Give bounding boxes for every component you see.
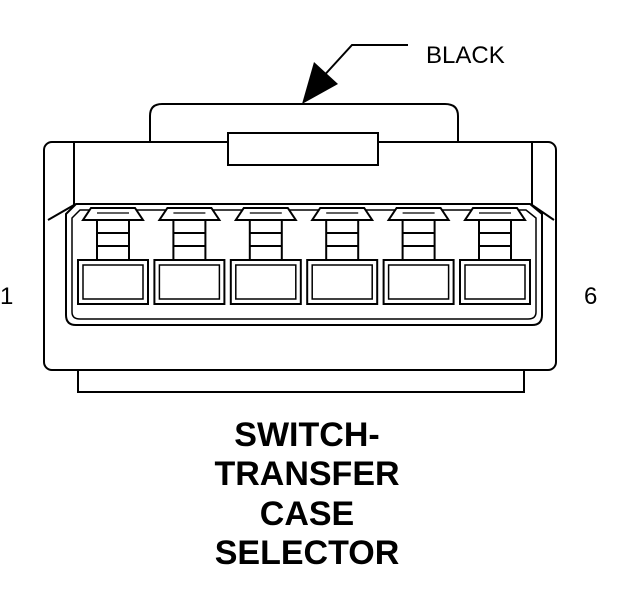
terminal-latch [81,207,145,221]
terminal-cavity-1 [77,207,149,305]
cavity-opening [153,259,226,305]
terminal-stem [401,219,436,261]
title-line-3: CASE [260,495,354,533]
terminal-cavity-5 [382,207,455,305]
terminal-stem [248,219,283,261]
terminal-stem [172,219,207,261]
terminal-latch [233,207,298,221]
terminal-cavity-6 [459,207,531,305]
callout-leader-line [319,44,408,81]
connector-inner-face-border [71,209,537,320]
connector-title: SWITCH- TRANSFER CASE SELECTOR [214,416,399,572]
pin-1-label: 1 [0,283,13,310]
terminal-latch [310,207,375,221]
title-line-2: TRANSFER [214,455,399,493]
cavity-opening [459,259,531,305]
terminal-cavity-4 [306,207,379,305]
terminal-stem [96,219,130,261]
terminal-latch [386,207,451,221]
polarization-key [227,132,379,166]
terminal-stem [478,219,512,261]
terminal-latch [463,207,527,221]
terminal-cavity-2 [153,207,226,305]
cavity-opening [229,259,302,305]
callout-arrowhead [302,62,338,104]
wire-color-label: BLACK [426,42,505,69]
cavity-opening [382,259,455,305]
terminal-latch [157,207,222,221]
cavity-opening [306,259,379,305]
terminal-stem [325,219,360,261]
terminal-cavities [77,207,531,305]
pin-6-label: 6 [584,283,597,310]
terminal-cavity-3 [229,207,302,305]
title-line-1: SWITCH- [234,416,379,454]
cavity-opening [77,259,149,305]
color-callout: BLACK [302,42,505,104]
title-line-4: SELECTOR [215,534,400,572]
